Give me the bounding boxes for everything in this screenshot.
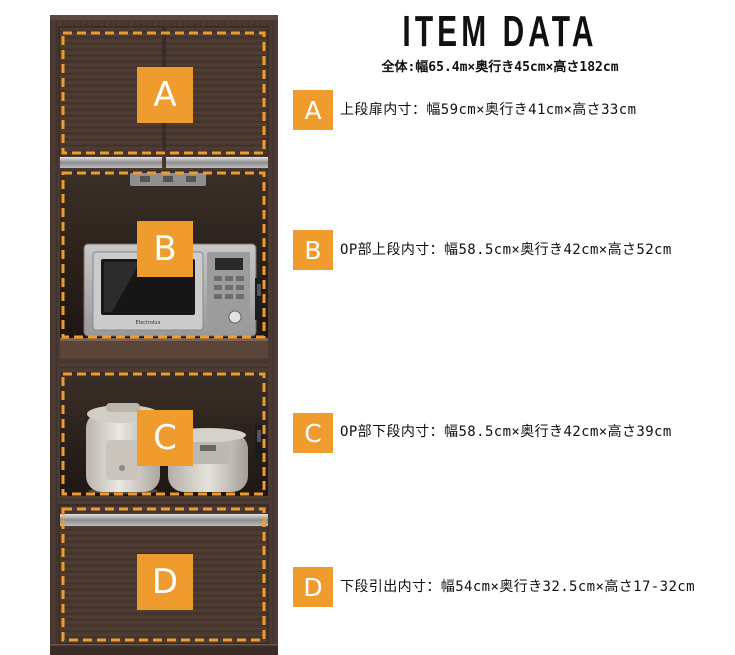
section-d-outline xyxy=(61,507,266,642)
side-rail-lower xyxy=(255,425,263,461)
upper-handle-right xyxy=(166,157,268,168)
outlet-socket xyxy=(186,176,196,182)
section-b-tag: B xyxy=(137,221,193,277)
cabinet-base-edge xyxy=(50,644,278,646)
page-title: ITEM DATA xyxy=(402,7,598,56)
microwave-dial xyxy=(228,310,242,324)
microwave-brand-logo: Electrolux xyxy=(136,320,161,326)
outlet-socket xyxy=(163,176,173,182)
microwave-button xyxy=(236,285,244,290)
microwave-window-glare xyxy=(104,262,140,312)
microwave-button xyxy=(214,276,222,281)
slide-shelf xyxy=(60,338,268,358)
microwave-button xyxy=(225,285,233,290)
slide-shelf-edge xyxy=(60,338,268,341)
rice-cooker-left-handle xyxy=(106,403,140,412)
side-rail-lower-slot xyxy=(257,430,261,442)
rice-cooker-left-button xyxy=(119,465,125,471)
rice-cooker-right-panel xyxy=(186,442,230,464)
rice-cooker-right-display xyxy=(200,445,216,451)
lower-frame xyxy=(60,496,268,505)
spec-b-badge: B xyxy=(293,230,333,270)
spec-d-text: 下段引出内寸：幅54cm×奥行き32.5cm×高さ17-32cm xyxy=(340,579,695,595)
microwave-button xyxy=(214,294,222,299)
lower-drawer-handle xyxy=(60,514,268,526)
microwave-button xyxy=(236,276,244,281)
cabinet-top-edge xyxy=(50,15,278,20)
microwave-button xyxy=(214,285,222,290)
spec-a-badge: A xyxy=(293,90,333,130)
rice-cooker-left-panel xyxy=(106,440,138,480)
microwave-button xyxy=(225,276,233,281)
upper-handle-left xyxy=(60,157,162,168)
spec-c-text: OP部下段内寸：幅58.5cm×奥行き42cm×高さ39cm xyxy=(340,424,672,440)
section-b-outline xyxy=(61,171,266,339)
cabinet-base xyxy=(50,644,278,655)
spec-c-badge: C xyxy=(293,413,333,453)
title-block: ITEM DATA xyxy=(350,10,650,54)
section-c-tag: C xyxy=(137,410,193,466)
section-a-tag: A xyxy=(137,67,193,123)
section-d-tag: D xyxy=(137,554,193,610)
microwave-control-panel xyxy=(207,252,250,330)
side-rail-upper xyxy=(255,278,263,320)
spec-b-text: OP部上段内寸：幅58.5cm×奥行き42cm×高さ52cm xyxy=(340,242,672,258)
spec-a-text: 上段扉内寸：幅59cm×奥行き41cm×高さ33cm xyxy=(340,102,637,118)
spec-d-badge: D xyxy=(293,567,333,607)
microwave-button xyxy=(236,294,244,299)
outlet-socket xyxy=(140,176,150,182)
section-a-outline xyxy=(61,31,266,155)
section-c-outline xyxy=(61,372,266,496)
microwave-button xyxy=(225,294,233,299)
middle-frame xyxy=(60,358,268,372)
microwave-display xyxy=(215,258,243,270)
side-rail-upper-slot xyxy=(257,284,261,296)
overall-dimensions: 全体:幅65.4m×奥行き45cm×高さ182cm xyxy=(381,60,619,75)
